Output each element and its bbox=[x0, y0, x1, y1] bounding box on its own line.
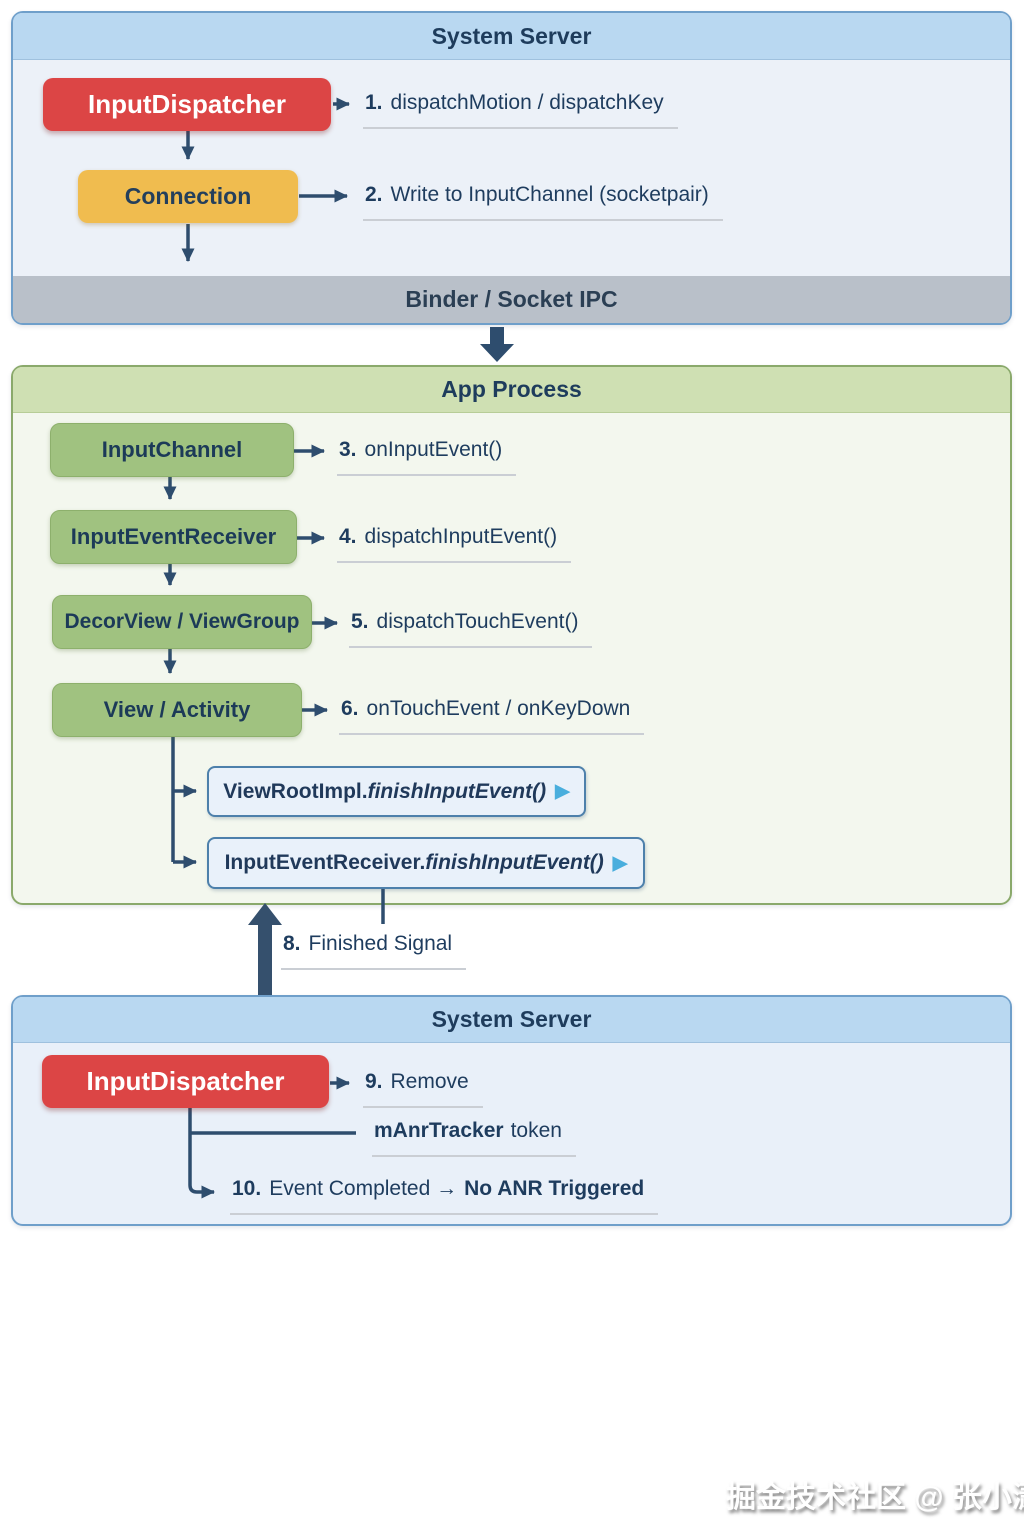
play-icon: ▶ bbox=[612, 852, 628, 874]
step-9-remove: 9.Remove bbox=[363, 1069, 483, 1108]
binder-socket-ipc-bar: Binder / Socket IPC bbox=[13, 276, 1010, 323]
step-2-write-input-channel: 2.Write to InputChannel (socketpair) bbox=[363, 182, 723, 221]
node-input-dispatcher-top-label: InputDispatcher bbox=[88, 89, 286, 119]
node-input-dispatcher-bottom: InputDispatcher bbox=[42, 1055, 329, 1108]
node-input-dispatcher-bottom-label: InputDispatcher bbox=[86, 1066, 285, 1096]
system-server-bottom-title: System Server bbox=[431, 1006, 592, 1032]
finished-signal-up-arrow bbox=[248, 903, 282, 995]
node-decor-view-label: DecorView / ViewGroup bbox=[64, 610, 300, 633]
callback2-method: finishInputEvent() bbox=[425, 851, 604, 874]
node-decor-view-viewgroup: DecorView / ViewGroup bbox=[52, 595, 312, 649]
node-connection-label: Connection bbox=[124, 183, 252, 209]
node-view-activity-label: View / Activity bbox=[103, 697, 251, 722]
step-4-dispatch-input-event: 4.dispatchInputEvent() bbox=[337, 524, 572, 563]
app-process-title: App Process bbox=[441, 376, 582, 402]
callback2-class: InputEventReceiver. bbox=[224, 851, 426, 874]
play-icon: ▶ bbox=[555, 781, 570, 802]
app-process-header: App Process bbox=[13, 367, 1010, 413]
system-server-top-header: System Server bbox=[13, 13, 1010, 60]
step-1-dispatch-motion: 1.dispatchMotion / dispatchKey bbox=[363, 90, 678, 129]
step-3-on-input-event: 3.onInputEvent() bbox=[337, 437, 517, 476]
node-view-activity: View / Activity bbox=[52, 683, 302, 737]
step-8-finished-signal: 8.Finished Signal bbox=[281, 931, 467, 970]
node-input-event-receiver: InputEventReceiver bbox=[50, 510, 297, 564]
step-6-on-touch-event: 6.onTouchEvent / onKeyDown bbox=[339, 696, 645, 735]
binder-socket-ipc-label: Binder / Socket IPC bbox=[405, 286, 618, 312]
step-10-event-completed: 10.Event Completed →No ANR Triggered bbox=[230, 1176, 659, 1215]
system-server-top-title: System Server bbox=[431, 22, 592, 49]
callback-input-event-receiver-finish-input-event: InputEventReceiver.finishInputEvent() ▶ bbox=[207, 837, 645, 889]
system-server-top-panel: System Server Binder / Socket IPC bbox=[11, 11, 1012, 325]
callback1-class: ViewRootImpl. bbox=[223, 779, 368, 803]
ipc-down-arrow bbox=[480, 327, 514, 362]
callback1-method: finishInputEvent() bbox=[367, 779, 547, 803]
system-server-bottom-panel: System Server bbox=[11, 995, 1012, 1226]
node-input-channel: InputChannel bbox=[50, 423, 294, 477]
step-5-dispatch-touch-event: 5.dispatchTouchEvent() bbox=[349, 609, 593, 648]
watermark: 掘金技术社区 @ 张小潇 bbox=[726, 1481, 1024, 1514]
callback-viewrootimpl-finish-input-event: ViewRootImpl.finishInputEvent() ▶ bbox=[207, 766, 586, 817]
node-input-dispatcher-top: InputDispatcher bbox=[43, 78, 331, 131]
system-server-bottom-header: System Server bbox=[13, 997, 1010, 1043]
node-input-event-receiver-label: InputEventReceiver bbox=[70, 524, 277, 549]
node-connection: Connection bbox=[78, 170, 298, 223]
node-input-channel-label: InputChannel bbox=[101, 437, 243, 462]
